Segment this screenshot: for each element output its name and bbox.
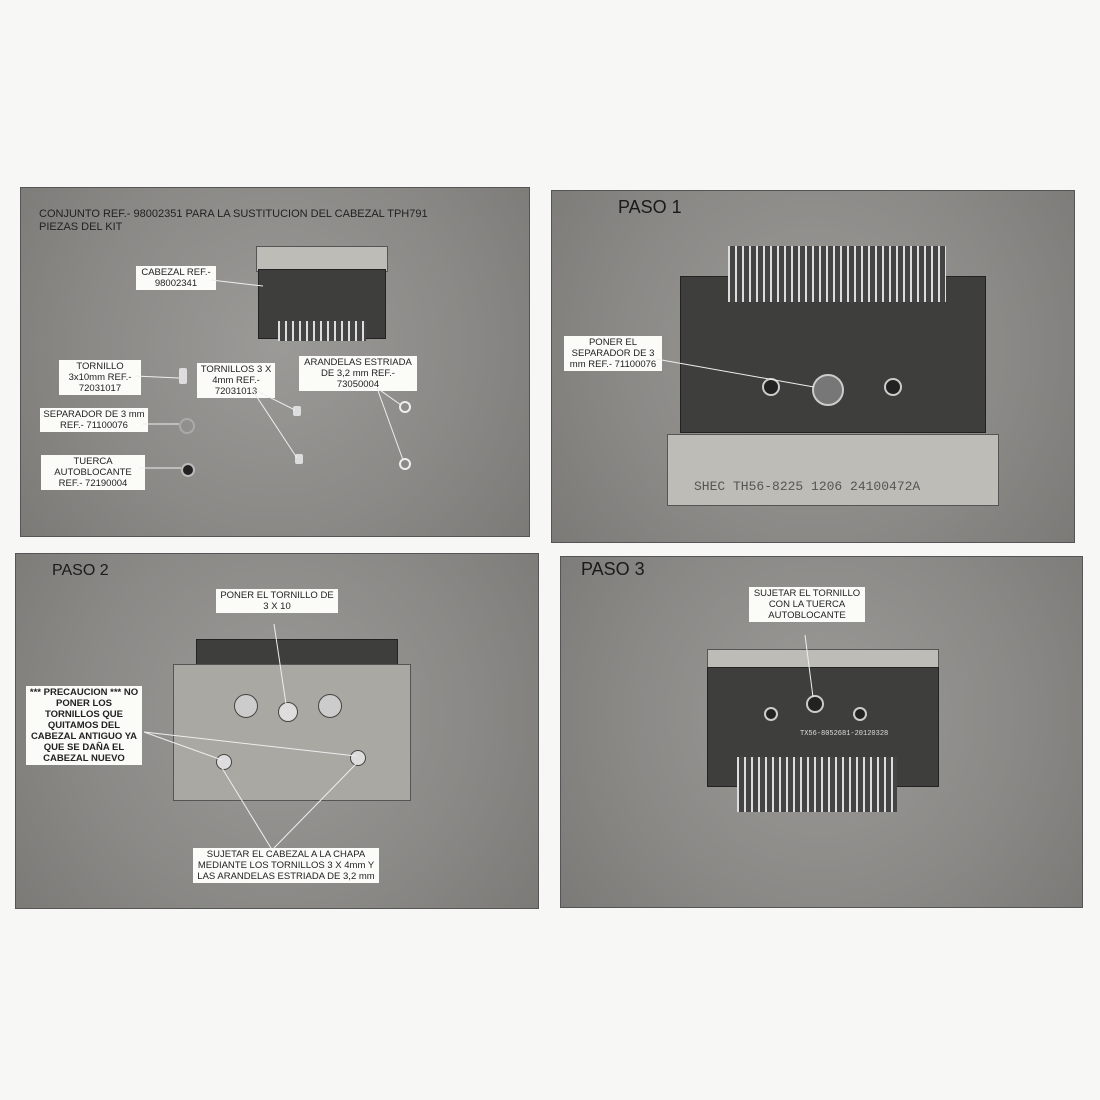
spacer-hole bbox=[812, 374, 844, 406]
plate-engraving: SHEC TH56-8225 1206 24100472A bbox=[694, 479, 921, 494]
label-precaucion: *** PRECAUCION *** NO PONER LOS TORNILLO… bbox=[26, 686, 142, 765]
head-plate: SHEC TH56-8225 1206 24100472A bbox=[667, 434, 999, 506]
label-arandelas: ARANDELAS ESTRIADA DE 3,2 mm REF.- 73050… bbox=[299, 356, 417, 391]
label-tuerca: TUERCA AUTOBLOCANTE REF.- 72190004 bbox=[41, 455, 145, 490]
connector-pins bbox=[278, 321, 366, 341]
board-marking: TX56-8052681-20120328 bbox=[800, 730, 889, 738]
mount-hole-left bbox=[764, 707, 778, 721]
heading-paso-1: PASO 1 bbox=[618, 197, 682, 217]
label-sujetar-cabezal: SUJETAR EL CABEZAL A LA CHAPA MEDIANTE L… bbox=[193, 848, 379, 883]
screw-3x4-a bbox=[293, 406, 301, 416]
connector-header bbox=[728, 276, 946, 302]
washer-a bbox=[399, 401, 411, 413]
spring-right bbox=[318, 694, 342, 718]
label-tornillo: TORNILLO 3x10mm REF.- 72031017 bbox=[59, 360, 141, 395]
nut bbox=[806, 695, 824, 713]
screw-washer-left bbox=[216, 754, 232, 770]
label-separador: PONER EL SEPARADOR DE 3 mm REF.- 7110007… bbox=[564, 336, 662, 371]
label-separador: SEPARADOR DE 3 mm REF.- 71100076 bbox=[40, 408, 148, 432]
mount-hole-left bbox=[762, 378, 780, 396]
spacer bbox=[179, 418, 195, 434]
heading-paso-2: PASO 2 bbox=[52, 562, 109, 579]
label-tornillos-3x4: TORNILLOS 3 X 4mm REF.- 72031013 bbox=[197, 363, 275, 398]
mount-hole-right bbox=[884, 378, 902, 396]
mount-bracket bbox=[173, 664, 411, 801]
center-screw bbox=[278, 702, 298, 722]
screw-3x4-b bbox=[295, 454, 303, 464]
photo-paso-1: PASO 1 SHEC TH56-8225 1206 24100472A PON… bbox=[551, 190, 1075, 543]
kit-subtitle: PIEZAS DEL KIT bbox=[39, 221, 123, 233]
label-poner-tornillo: PONER EL TORNILLO DE 3 X 10 bbox=[216, 589, 338, 613]
screw-3x10 bbox=[179, 368, 187, 384]
connector-pins bbox=[737, 757, 897, 812]
photo-kit-parts: CONJUNTO REF.- 98002351 PARA LA SUSTITUC… bbox=[20, 187, 530, 537]
label-sujetar-tornillo: SUJETAR EL TORNILLO CON LA TUERCA AUTOBL… bbox=[749, 587, 865, 622]
nut bbox=[181, 463, 195, 477]
photo-paso-2: PASO 2 PONER EL TORNILLO DE 3 X 10 *** P… bbox=[15, 553, 539, 909]
screw-washer-right bbox=[350, 750, 366, 766]
kit-title: CONJUNTO REF.- 98002351 PARA LA SUSTITUC… bbox=[39, 208, 428, 220]
mount-hole-right bbox=[853, 707, 867, 721]
photo-paso-3: PASO 3 TX56-8052681-20120328 SUJETAR EL … bbox=[560, 556, 1083, 908]
label-cabezal: CABEZAL REF.- 98002341 bbox=[136, 266, 216, 290]
washer-b bbox=[399, 458, 411, 470]
spring-left bbox=[234, 694, 258, 718]
heading-paso-3: PASO 3 bbox=[581, 559, 645, 579]
